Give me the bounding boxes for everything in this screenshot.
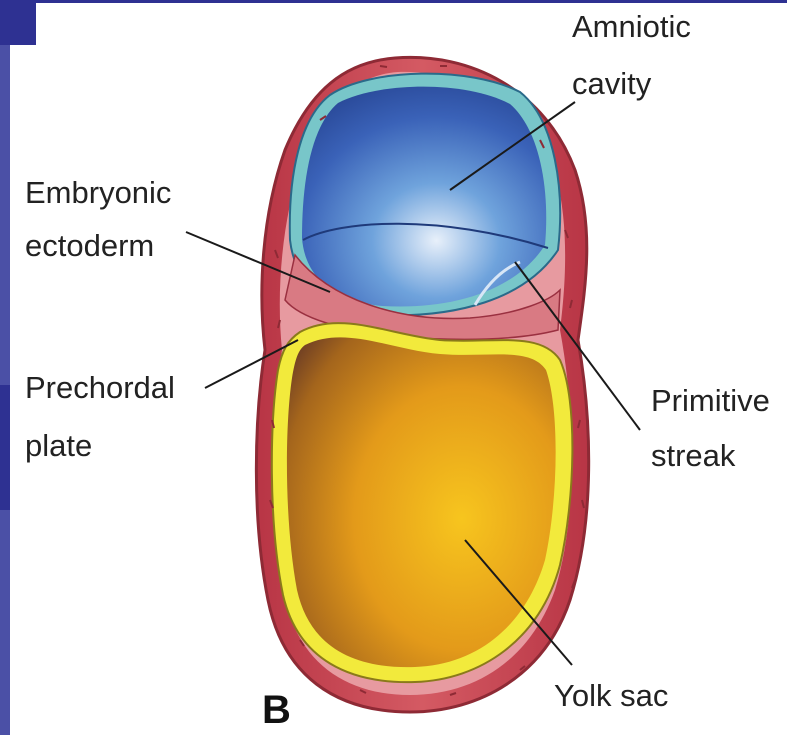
label-embryonic-ectoderm-line1: Embryonic: [25, 175, 171, 211]
label-prechordal-plate-line1: Prechordal: [25, 370, 175, 406]
yolk-sac: [287, 337, 556, 667]
label-primitive-streak-line2: streak: [651, 438, 735, 474]
label-amniotic-cavity-line2: cavity: [572, 66, 651, 102]
amniotic-cavity: [302, 87, 546, 307]
panel-letter: B: [262, 688, 291, 733]
label-prechordal-plate-line2: plate: [25, 428, 92, 464]
label-amniotic-cavity-line1: Amniotic: [572, 9, 691, 45]
label-primitive-streak-line1: Primitive: [651, 383, 770, 419]
label-yolk-sac: Yolk sac: [554, 678, 668, 714]
label-embryonic-ectoderm-line2: ectoderm: [25, 228, 154, 264]
